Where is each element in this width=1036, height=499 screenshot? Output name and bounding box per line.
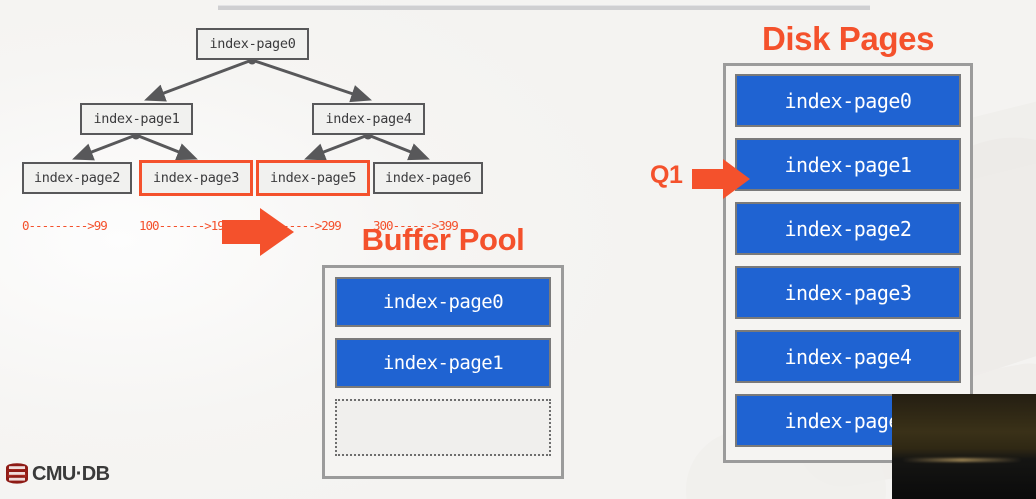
btree-node-level1-0[interactable]: index-page1 bbox=[80, 103, 193, 135]
disk-page-slot-3[interactable]: index-page3 bbox=[735, 266, 961, 319]
buffer-pool-slot-0[interactable]: index-page0 bbox=[335, 277, 551, 327]
btree-node-level1-1[interactable]: index-page4 bbox=[312, 103, 425, 135]
key-range-leaf-3: 300------>399 bbox=[373, 218, 459, 233]
btree-leaf-3[interactable]: index-page6 bbox=[373, 162, 483, 194]
buffer-pool-frame-container: index-page0 index-page1 bbox=[322, 265, 564, 479]
buffer-pool-panel: Buffer Pool index-page0 index-page1 bbox=[322, 224, 564, 479]
buffer-pool-slot-2-empty[interactable] bbox=[335, 399, 551, 456]
buffer-pool-slot-1[interactable]: index-page1 bbox=[335, 338, 551, 388]
key-range-leaf-0: 0--------->99 bbox=[22, 218, 108, 233]
webcam-highlight bbox=[902, 458, 1022, 462]
btree-diagram: index-page0 index-page1 index-page4 inde… bbox=[0, 18, 520, 233]
disk-page-slot-2[interactable]: index-page2 bbox=[735, 202, 961, 255]
query-label-q1: Q1 bbox=[650, 161, 683, 189]
btree-leaf-1[interactable]: index-page3 bbox=[139, 160, 253, 196]
buffer-pool-title: Buffer Pool bbox=[361, 222, 525, 257]
disk-pages-title: Disk Pages bbox=[761, 20, 935, 57]
btree-node-root[interactable]: index-page0 bbox=[196, 28, 309, 60]
tree-to-buffer-pool-arrow-icon bbox=[222, 208, 294, 256]
cmu-db-logo[interactable]: CMU·DB bbox=[4, 461, 110, 487]
webcam-video-overlay[interactable] bbox=[892, 394, 1036, 499]
query-to-disk-page-arrow-icon bbox=[692, 159, 750, 199]
disk-page-slot-0[interactable]: index-page0 bbox=[735, 74, 961, 127]
header-divider-rule bbox=[218, 5, 870, 10]
cmu-db-logo-text: CMU·DB bbox=[32, 463, 110, 485]
database-cylinder-icon bbox=[6, 463, 28, 484]
btree-edges bbox=[72, 55, 430, 161]
disk-page-slot-4[interactable]: index-page4 bbox=[735, 330, 961, 383]
btree-leaf-0[interactable]: index-page2 bbox=[22, 162, 132, 194]
disk-page-slot-1[interactable]: index-page1 bbox=[735, 138, 961, 191]
btree-key-range-row: 0--------->99 100------->199 200------>2… bbox=[0, 218, 520, 236]
btree-leaf-2[interactable]: index-page5 bbox=[256, 160, 370, 196]
key-range-leaf-1: 100------->199 bbox=[139, 218, 231, 233]
